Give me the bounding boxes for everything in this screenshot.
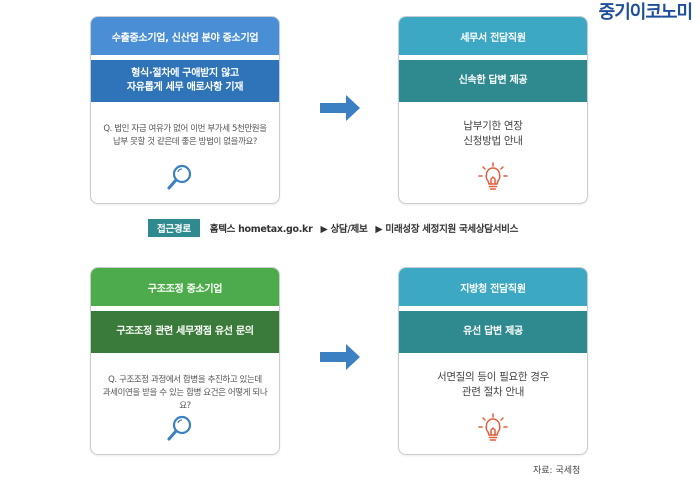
question-text: Q. 구조조정 과정에서 합병을 추진하고 있는데 과세이연을 받을 수 있는 … <box>99 374 271 413</box>
card-header: 세무서 전담직원 <box>399 17 587 55</box>
question-line: Q. 법인 자금 여유가 없어 이번 부가세 5천만원을 <box>103 124 267 134</box>
lightbulb-icon <box>478 413 508 441</box>
arrow-right-icon <box>320 344 360 370</box>
card-subheader-line: 형식·절차에 구애받지 않고 <box>131 68 239 79</box>
magnifier-icon <box>167 164 192 190</box>
card-top-right-answer: 세무서 전담직원 신속한 답변 제공 납부기한 연장 신청방법 안내 <box>398 16 588 204</box>
card-subheader: 구조조정 관련 세무쟁점 유선 문의 <box>91 311 279 353</box>
answer-text: 납부기한 연장 신청방법 안내 <box>407 119 579 149</box>
answer-text: 서면질의 등이 필요한 경우 관련 절차 안내 <box>407 370 579 400</box>
card-subheader: 형식·절차에 구애받지 않고 자유롭게 세무 애로사항 기재 <box>91 60 279 102</box>
lightbulb-icon <box>478 162 508 190</box>
answer-line: 신청방법 안내 <box>463 135 523 147</box>
route-step-service: ▶ 미래성장 세정지원 국세상담서비스 <box>375 224 519 235</box>
question-line: 과세이연을 받을 수 있는 합병 요건은 어떻게 되나요? <box>102 388 268 411</box>
card-bottom-left-question: 구조조정 중소기업 구조조정 관련 세무쟁점 유선 문의 Q. 구조조정 과정에… <box>90 267 280 455</box>
magnifier-icon <box>167 415 192 441</box>
card-subheader: 신속한 답변 제공 <box>399 60 587 102</box>
card-header: 지방청 전담직원 <box>399 268 587 306</box>
route-tag: 접근경로 <box>148 219 200 237</box>
card-header: 수출중소기업, 신산업 분야 중소기업 <box>91 17 279 55</box>
card-top-left-question: 수출중소기업, 신산업 분야 중소기업 형식·절차에 구애받지 않고 자유롭게 … <box>90 16 280 204</box>
card-subheader-line: 자유롭게 세무 애로사항 기재 <box>126 82 244 93</box>
question-text: Q. 법인 자금 여유가 없어 이번 부가세 5천만원을 납부 못할 것 같은데… <box>99 123 271 149</box>
route-step-consult: ▶ 상담/제보 <box>320 224 368 235</box>
answer-line: 관련 절차 안내 <box>461 386 525 398</box>
question-line: 납부 못할 것 같은데 좋은 방법이 없을까요? <box>112 137 258 147</box>
source-credit: 자료: 국세청 <box>533 466 581 476</box>
card-subheader: 유선 답변 제공 <box>399 311 587 353</box>
arrow-right-icon <box>320 95 360 121</box>
route-step-hometax: 홈텍스 hometax.go.kr <box>209 224 313 235</box>
access-route: 접근경로 홈텍스 hometax.go.kr ▶ 상담/제보 ▶ 미래성장 세정… <box>148 218 526 238</box>
question-line: Q. 구조조정 과정에서 합병을 추진하고 있는데 <box>108 375 262 385</box>
answer-line: 서면질의 등이 필요한 경우 <box>436 371 550 383</box>
card-bottom-right-answer: 지방청 전담직원 유선 답변 제공 서면질의 등이 필요한 경우 관련 절차 안… <box>398 267 588 455</box>
brand-logo: 중기이코노미 <box>598 2 693 23</box>
card-header: 구조조정 중소기업 <box>91 268 279 306</box>
answer-line: 납부기한 연장 <box>463 120 523 132</box>
